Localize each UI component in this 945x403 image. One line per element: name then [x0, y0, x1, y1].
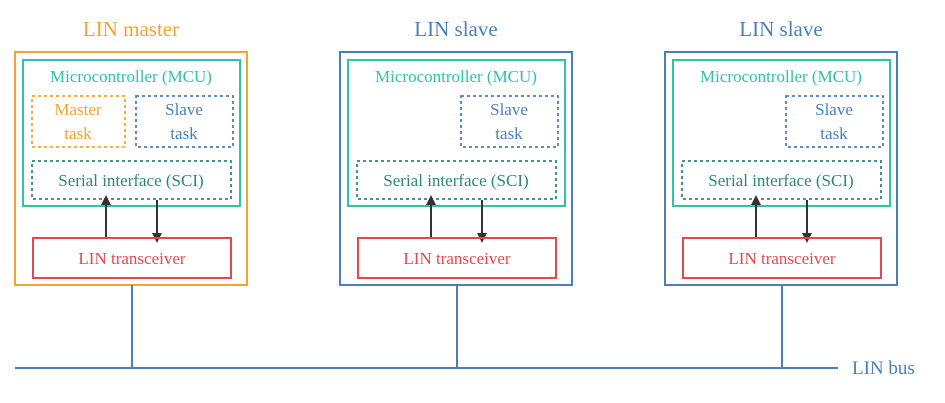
- slave-task-line1: Slave: [490, 100, 528, 119]
- slave-task-line1: Slave: [165, 100, 203, 119]
- mcu-label: Microcontroller (MCU): [375, 67, 537, 86]
- slave-task-line2: task: [170, 124, 198, 143]
- sci-label: Serial interface (SCI): [708, 171, 853, 190]
- transceiver-label: LIN transceiver: [78, 249, 185, 268]
- slave-task-line2: task: [495, 124, 523, 143]
- master-task-line2: task: [64, 124, 92, 143]
- node-title: LIN slave: [739, 17, 822, 41]
- sci-box: [681, 160, 882, 200]
- mcu-box: [22, 59, 241, 207]
- transceiver-label: LIN transceiver: [403, 249, 510, 268]
- mcu-label: Microcontroller (MCU): [700, 67, 862, 86]
- sci-box: [31, 160, 232, 200]
- node-title: LIN slave: [414, 17, 497, 41]
- transceiver-box: [32, 237, 232, 279]
- mcu-box: [672, 59, 891, 207]
- sci-label: Serial interface (SCI): [383, 171, 528, 190]
- slave-task-box: [460, 95, 559, 148]
- mcu-label: Microcontroller (MCU): [50, 67, 212, 86]
- node-lin-master: LIN master Microcontroller (MCU) Master …: [14, 17, 248, 368]
- transceiver-box: [357, 237, 557, 279]
- sci-label: Serial interface (SCI): [58, 171, 203, 190]
- node-lin-slave-2: LIN slave Microcontroller (MCU) Slave ta…: [664, 17, 898, 368]
- slave-task-line1: Slave: [815, 100, 853, 119]
- transceiver-label: LIN transceiver: [728, 249, 835, 268]
- node-title: LIN master: [83, 17, 179, 41]
- slave-task-box: [785, 95, 884, 148]
- transceiver-box: [682, 237, 882, 279]
- lin-bus-label: LIN bus: [852, 358, 915, 379]
- slave-task-line2: task: [820, 124, 848, 143]
- slave-task-box: [135, 95, 234, 148]
- node-lin-slave-1: LIN slave Microcontroller (MCU) Slave ta…: [339, 17, 573, 368]
- sci-box: [356, 160, 557, 200]
- master-task-line1: Master: [54, 100, 102, 119]
- mcu-box: [347, 59, 566, 207]
